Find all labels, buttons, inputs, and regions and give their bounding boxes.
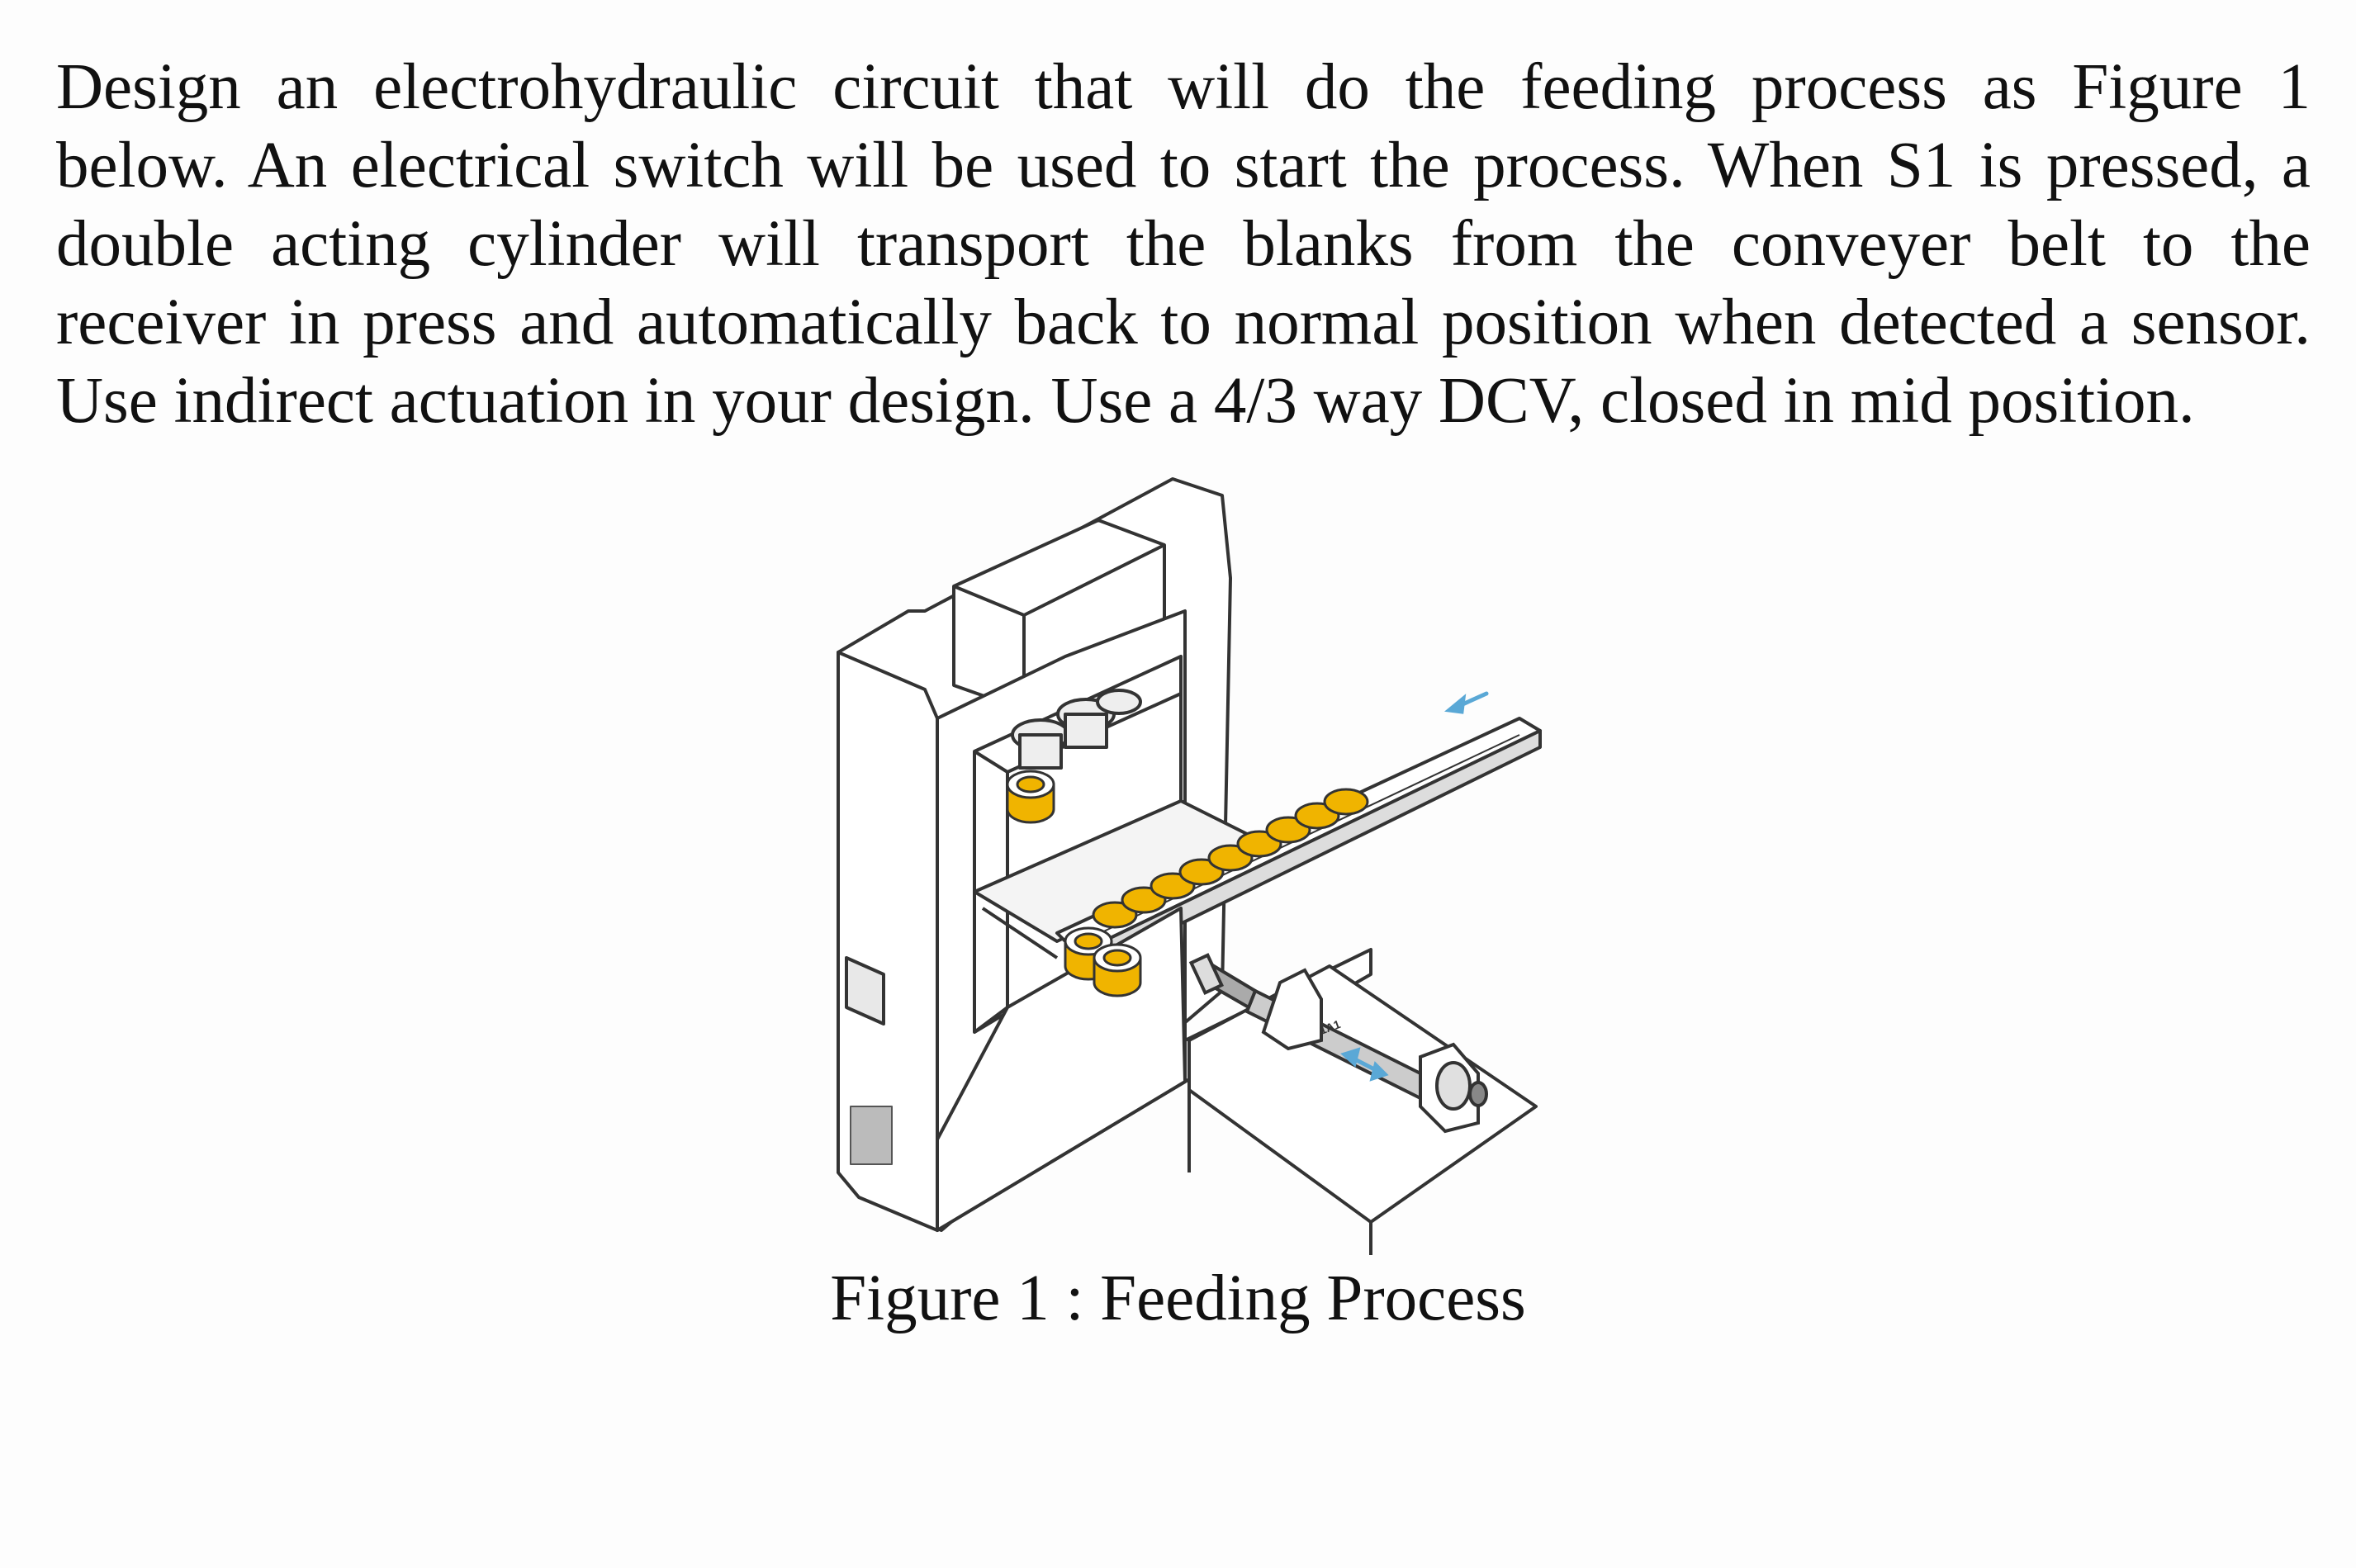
vent-grille [850,1106,893,1165]
question-text: Design an electrohydraulic circuit that … [56,48,2311,440]
blanks-on-conveyor [1092,788,1369,929]
question-line: receiver in press and automatically back… [56,287,2311,358]
question-line: Design an electrohydraulic circuit that … [56,51,2311,123]
question-line: below. An electrical switch will be used… [56,130,2311,201]
feeding-process-figure: 1A1 [793,462,1602,1255]
arrow-head-icon [1369,1061,1389,1082]
arrow-head-icon [1443,694,1467,714]
figure-caption: Figure 1 : Feeding Process [830,1262,1526,1334]
arrow-head-icon [1340,1047,1361,1068]
question-line: double acting cylinder will transport th… [56,208,2311,280]
press-machine-illustration: 1A1 [837,477,1542,1255]
double-acting-cylinder [1188,953,1488,1134]
question-line: Use indirect actuation in your design. U… [56,365,2195,437]
blanks-in-press [1006,770,1142,997]
control-panel-icon [845,956,885,1026]
